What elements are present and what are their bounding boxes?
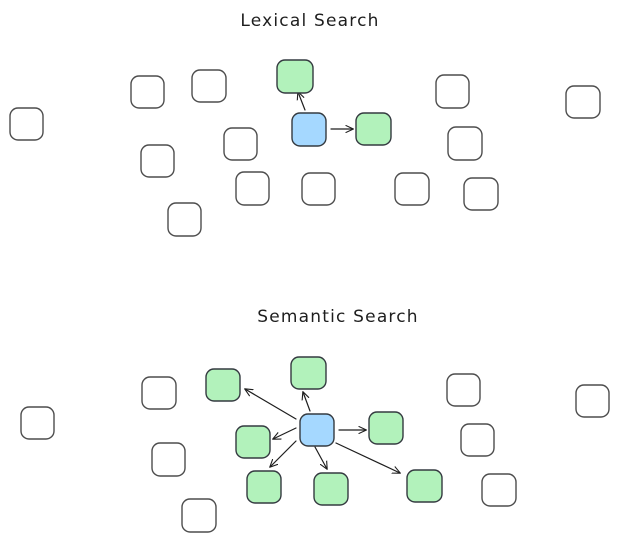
- unrelated-node: [565, 85, 601, 119]
- result-node-upper-left: [205, 368, 241, 402]
- unrelated-node: [20, 406, 55, 440]
- edge-query-to-upper-left: [245, 389, 297, 420]
- result-node-right: [368, 411, 404, 445]
- lexical-query-node: [291, 112, 327, 147]
- panel-lexical-search: [9, 59, 601, 237]
- page-title-lexical-search: Lexical Search: [240, 11, 380, 31]
- unrelated-node: [223, 127, 258, 161]
- unrelated-node: [130, 75, 165, 109]
- result-node-bottom: [313, 472, 349, 506]
- semantic-result-nodes: [205, 356, 443, 506]
- unrelated-node: [301, 172, 336, 206]
- edge-query-to-top: [298, 92, 306, 111]
- unrelated-node: [447, 126, 483, 161]
- edge-query-to-lower-left: [270, 440, 297, 467]
- result-node-left: [235, 425, 271, 459]
- edge-query-to-top: [303, 392, 311, 412]
- result-node-top: [276, 59, 314, 94]
- unrelated-node: [151, 442, 186, 477]
- edge-query-to-bottom: [314, 446, 327, 469]
- panel-semantic-search: [20, 356, 610, 533]
- semantic-query-node: [299, 413, 335, 447]
- lexical-unrelated-nodes: [9, 69, 601, 237]
- lexical-result-nodes: [276, 59, 392, 146]
- unrelated-node: [394, 172, 430, 206]
- unrelated-node: [191, 69, 227, 103]
- unrelated-node: [575, 384, 610, 418]
- unrelated-node: [181, 498, 217, 533]
- lexical-edges: [298, 92, 353, 129]
- result-node-right: [355, 112, 392, 146]
- unrelated-node: [141, 376, 177, 410]
- query-node: [299, 413, 335, 447]
- unrelated-node: [167, 202, 202, 237]
- unrelated-node: [446, 373, 481, 407]
- result-node-lower-left: [246, 470, 282, 504]
- unrelated-node: [463, 177, 499, 211]
- page-title-semantic-search: Semantic Search: [257, 307, 419, 327]
- unrelated-node: [481, 473, 517, 507]
- unrelated-node: [460, 423, 495, 457]
- edge-query-to-left: [273, 427, 297, 439]
- result-node-lower-right: [406, 469, 443, 503]
- semantic-unrelated-nodes: [20, 373, 610, 533]
- query-node: [291, 112, 327, 147]
- unrelated-node: [9, 107, 44, 141]
- unrelated-node: [140, 144, 175, 178]
- semantic-edges: [245, 389, 400, 473]
- unrelated-node: [435, 74, 470, 109]
- unrelated-node: [235, 171, 270, 206]
- result-node-top: [290, 356, 327, 390]
- edge-query-to-lower-right: [335, 442, 400, 473]
